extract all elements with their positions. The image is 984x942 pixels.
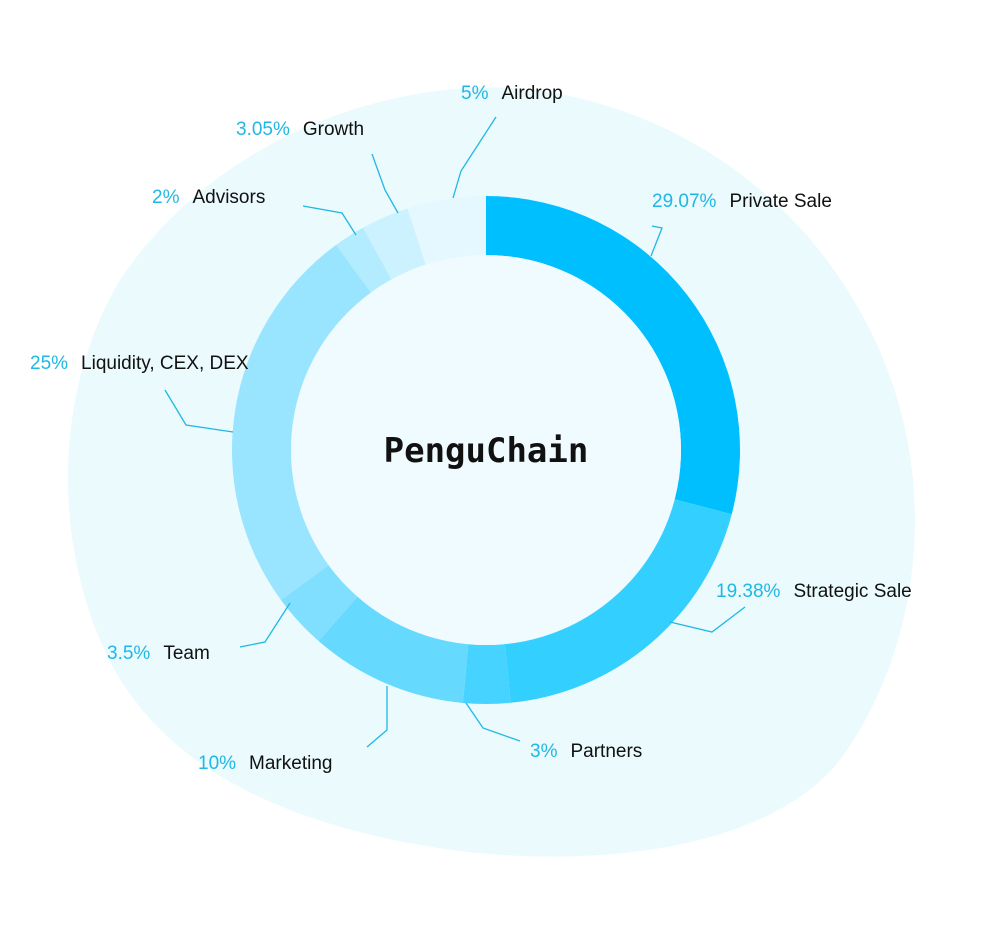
slice-label-airdrop: 5% Airdrop	[461, 83, 563, 104]
donut-inner-area	[291, 255, 681, 645]
slice-label-team: 3.5% Team	[107, 643, 210, 664]
slice-percent: 3.5%	[107, 643, 150, 664]
slice-percent: 25%	[30, 353, 68, 374]
leader-line-growth	[371, 153, 399, 214]
leader-line-private-sale	[650, 225, 663, 257]
slice-name: Marketing	[249, 753, 332, 774]
slice-label-marketing: 10% Marketing	[198, 753, 332, 774]
leader-line-marketing	[366, 686, 388, 748]
slice-strategic-sale	[504, 499, 732, 703]
slice-labels: 29.07% Private Sale 19.38% Strategic Sale 3%…	[30, 83, 912, 774]
leader-lines	[164, 116, 746, 748]
slice-percent: 5%	[461, 83, 489, 104]
slice-label-private-sale: 29.07% Private Sale	[652, 191, 832, 212]
slice-percent: 2%	[152, 187, 180, 208]
leader-line-strategic-sale	[669, 606, 746, 633]
slice-airdrop	[407, 196, 486, 265]
chart-title: PenguChain	[384, 431, 589, 471]
leader-line-airdrop	[452, 116, 497, 199]
slice-percent: 3.05%	[236, 119, 290, 140]
slice-name: Advisors	[192, 187, 265, 208]
slice-name: Airdrop	[501, 83, 562, 104]
slice-label-partners: 3% Partners	[530, 741, 642, 762]
slice-name: Team	[163, 643, 209, 664]
slice-percent: 29.07%	[652, 191, 717, 212]
donut-slices	[232, 196, 740, 704]
slice-label-strategic-sale: 19.38% Strategic Sale	[716, 581, 912, 602]
leader-line-advisors	[302, 205, 357, 236]
slice-percent: 10%	[198, 753, 236, 774]
slice-name: Growth	[303, 119, 364, 140]
slice-name: Strategic Sale	[793, 581, 911, 602]
slice-label-advisors: 2% Advisors	[152, 187, 265, 208]
slice-percent: 3%	[530, 741, 558, 762]
slice-partners	[462, 644, 511, 704]
leader-line-partners	[465, 702, 521, 742]
leader-line-liquidity-cex-dex	[164, 389, 234, 433]
slice-percent: 19.38%	[716, 581, 781, 602]
slice-marketing	[318, 596, 469, 703]
slice-name: Partners	[570, 741, 642, 762]
slice-advisors	[336, 227, 392, 293]
slice-liquidity-cex-dex	[232, 244, 371, 600]
slice-name: Liquidity, CEX, DEX	[81, 353, 249, 374]
slice-team	[280, 565, 358, 642]
slice-private-sale	[486, 196, 740, 515]
slice-name: Private Sale	[729, 191, 831, 212]
slice-growth	[362, 208, 426, 280]
leader-line-team	[239, 602, 291, 648]
slice-label-liquidity-cex-dex: 25% Liquidity, CEX, DEX	[30, 353, 249, 374]
slice-label-growth: 3.05% Growth	[236, 119, 364, 140]
